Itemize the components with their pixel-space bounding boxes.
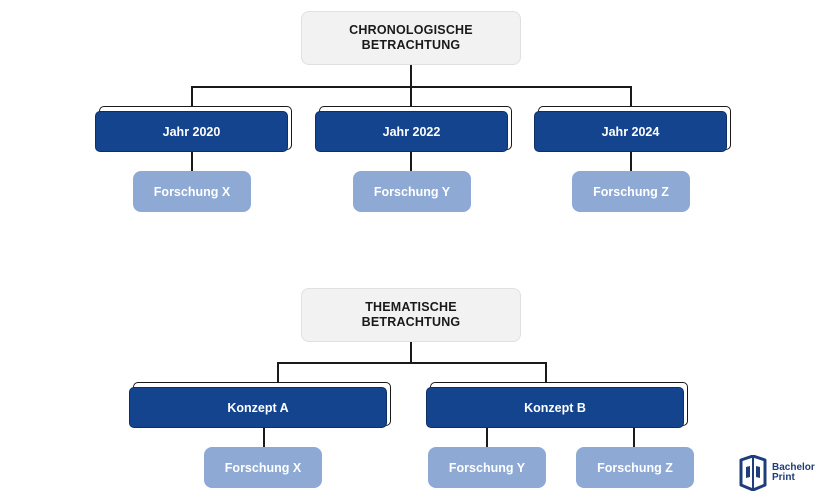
node-label: Forschung Z	[597, 460, 673, 475]
node-label: Forschung Z	[593, 184, 669, 199]
connector-line	[545, 362, 547, 384]
node-label: Forschung X	[153, 184, 231, 199]
logo-line2: Print	[772, 472, 795, 483]
research-node-y: Forschung Y	[428, 447, 546, 488]
node-label: Jahr 2022	[382, 124, 441, 139]
connector-line	[630, 151, 632, 172]
connector-line	[191, 86, 193, 108]
connector-line	[630, 86, 632, 108]
connector-line	[263, 428, 265, 448]
research-node-x: Forschung X	[204, 447, 322, 488]
connector-line	[277, 362, 279, 384]
connector-line	[410, 151, 412, 172]
node-label: Forschung Y	[448, 460, 526, 475]
thematic-root-node: THEMATISCHE BETRACHTUNG	[301, 288, 521, 342]
node-label: Jahr 2024	[601, 124, 660, 139]
connector-line	[191, 151, 193, 172]
year-node-2022: Jahr 2022	[315, 111, 508, 152]
book-icon	[739, 455, 767, 491]
connector-line	[410, 86, 412, 108]
research-node-z: Forschung Z	[576, 447, 694, 488]
root-title-line1: THEMATISCHE	[365, 300, 457, 314]
bachelor-print-logo	[737, 455, 822, 495]
node-label: Jahr 2020	[162, 124, 221, 139]
root-title-line2: BETRACHTUNG	[361, 315, 461, 329]
logo-line1: Bachelor	[772, 462, 815, 473]
connector-line	[277, 362, 547, 364]
year-node-2020: Jahr 2020	[95, 111, 288, 152]
node-label: Konzept A	[227, 400, 289, 415]
connector-line	[410, 342, 412, 363]
node-label: Forschung X	[224, 460, 302, 475]
root-title-line2: BETRACHTUNG	[361, 38, 461, 52]
connector-line	[486, 428, 488, 448]
logo-wordmark: Bachelor Print	[772, 463, 815, 483]
node-label: Konzept B	[524, 400, 586, 415]
node-label: Forschung Y	[373, 184, 451, 199]
research-node-y: Forschung Y	[353, 171, 471, 212]
research-node-z: Forschung Z	[572, 171, 690, 212]
root-title-line1: CHRONOLOGISCHE	[349, 23, 473, 37]
research-node-x: Forschung X	[133, 171, 251, 212]
connector-line	[410, 65, 412, 87]
connector-line	[633, 428, 635, 448]
chronological-root-node: CHRONOLOGISCHE BETRACHTUNG	[301, 11, 521, 65]
year-node-2024: Jahr 2024	[534, 111, 727, 152]
concept-node-a: Konzept A	[129, 387, 387, 428]
concept-node-b: Konzept B	[426, 387, 684, 428]
